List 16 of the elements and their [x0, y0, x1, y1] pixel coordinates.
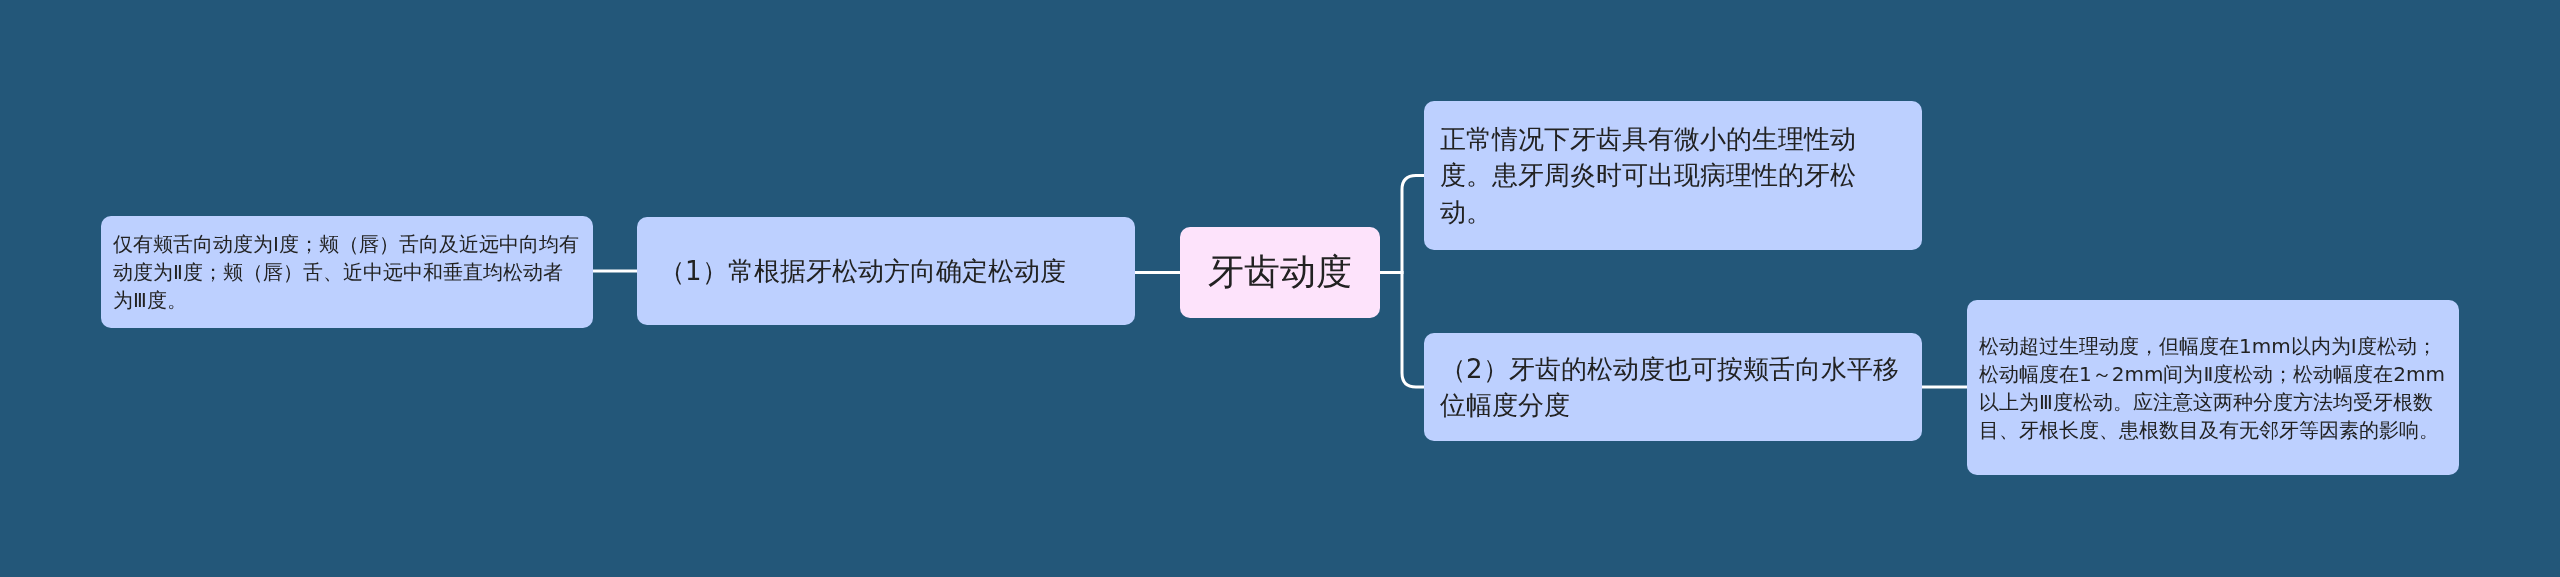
connector-line	[1380, 271, 1424, 389]
topic-text: 仅有颊舌向动度为Ⅰ度；颊（唇）舌向及近远中向均有动度为Ⅱ度；颊（唇）舌、近中远中和垂直均松动者为Ⅲ度。	[113, 231, 580, 314]
connector-line	[1135, 271, 1180, 274]
topic-text: 牙齿动度	[1208, 250, 1352, 295]
topic-text: （2）牙齿的松动度也可按颊舌向水平移位幅度分度	[1440, 352, 1900, 422]
root-topic-box	[1180, 227, 1380, 318]
connector-line	[1922, 385, 1967, 389]
topic-text: （1）常根据牙松动方向确定松动度	[659, 254, 1066, 288]
topic-box	[1424, 333, 1922, 441]
connector-line	[593, 269, 637, 273]
note-box	[1967, 300, 2459, 475]
topic-box	[1424, 101, 1922, 250]
topic-text: 松动超过生理动度，但幅度在1mm以内为Ⅰ度松动；松动幅度在1～2mm间为Ⅱ度松动；松动幅度在2mm以上为Ⅲ度松动。应注意这两种分度方法均受牙根数目、牙根长度、患根数目及有无邻牙等因素的影响。	[1979, 332, 2446, 444]
topic-text: 正常情况下牙齿具有微小的生理性动度。患牙周炎时可出现病理性的牙松动。	[1440, 122, 1857, 229]
note-box	[101, 216, 593, 328]
topic-box	[637, 217, 1135, 325]
